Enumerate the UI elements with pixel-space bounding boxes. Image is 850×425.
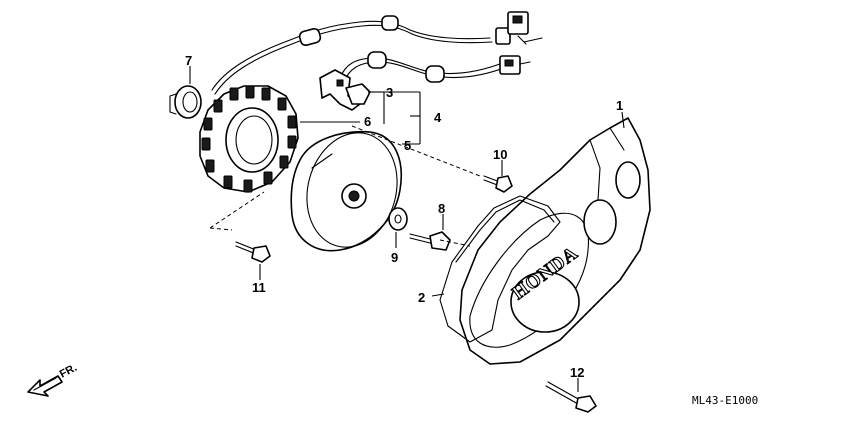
callout-6: 6	[364, 114, 371, 129]
connector-lower	[499, 55, 531, 75]
callout-3: 3	[386, 85, 393, 100]
callout-9: 9	[391, 250, 398, 265]
callout-4: 4	[434, 110, 442, 125]
callout-8: 8	[438, 201, 445, 216]
callout-2: 2	[418, 290, 425, 305]
grommet	[425, 65, 445, 83]
bolt-12	[545, 381, 597, 413]
guide-line	[439, 239, 471, 247]
stator	[199, 85, 299, 193]
diagram-code: ML43-E1000	[692, 394, 758, 407]
cover-gasket	[439, 195, 561, 343]
bolt-10	[483, 175, 513, 193]
guide-line	[351, 125, 481, 177]
generator-cover: HONDA	[459, 117, 651, 365]
flywheel-bolt	[409, 231, 451, 251]
grommet	[298, 27, 322, 47]
bushing	[169, 85, 202, 119]
connector-upper	[495, 11, 543, 45]
leader-lines	[189, 66, 625, 392]
callout-11: 11	[252, 280, 266, 295]
bolt-11	[235, 241, 271, 263]
callout-7: 7	[185, 53, 192, 68]
washer	[388, 207, 408, 231]
flywheel	[290, 130, 402, 252]
guide-line	[209, 191, 265, 229]
grommet	[367, 51, 387, 69]
pulse-generator	[319, 69, 371, 111]
wire-harness	[211, 11, 543, 95]
callout-5: 5	[404, 138, 411, 153]
callout-1: 1	[616, 98, 623, 113]
guide-line	[209, 227, 233, 231]
callout-12: 12	[570, 365, 584, 380]
grommet	[381, 15, 399, 31]
callout-10: 10	[493, 147, 507, 162]
direction-label: FR.	[58, 362, 79, 381]
front-direction-arrow: FR.	[27, 362, 79, 397]
